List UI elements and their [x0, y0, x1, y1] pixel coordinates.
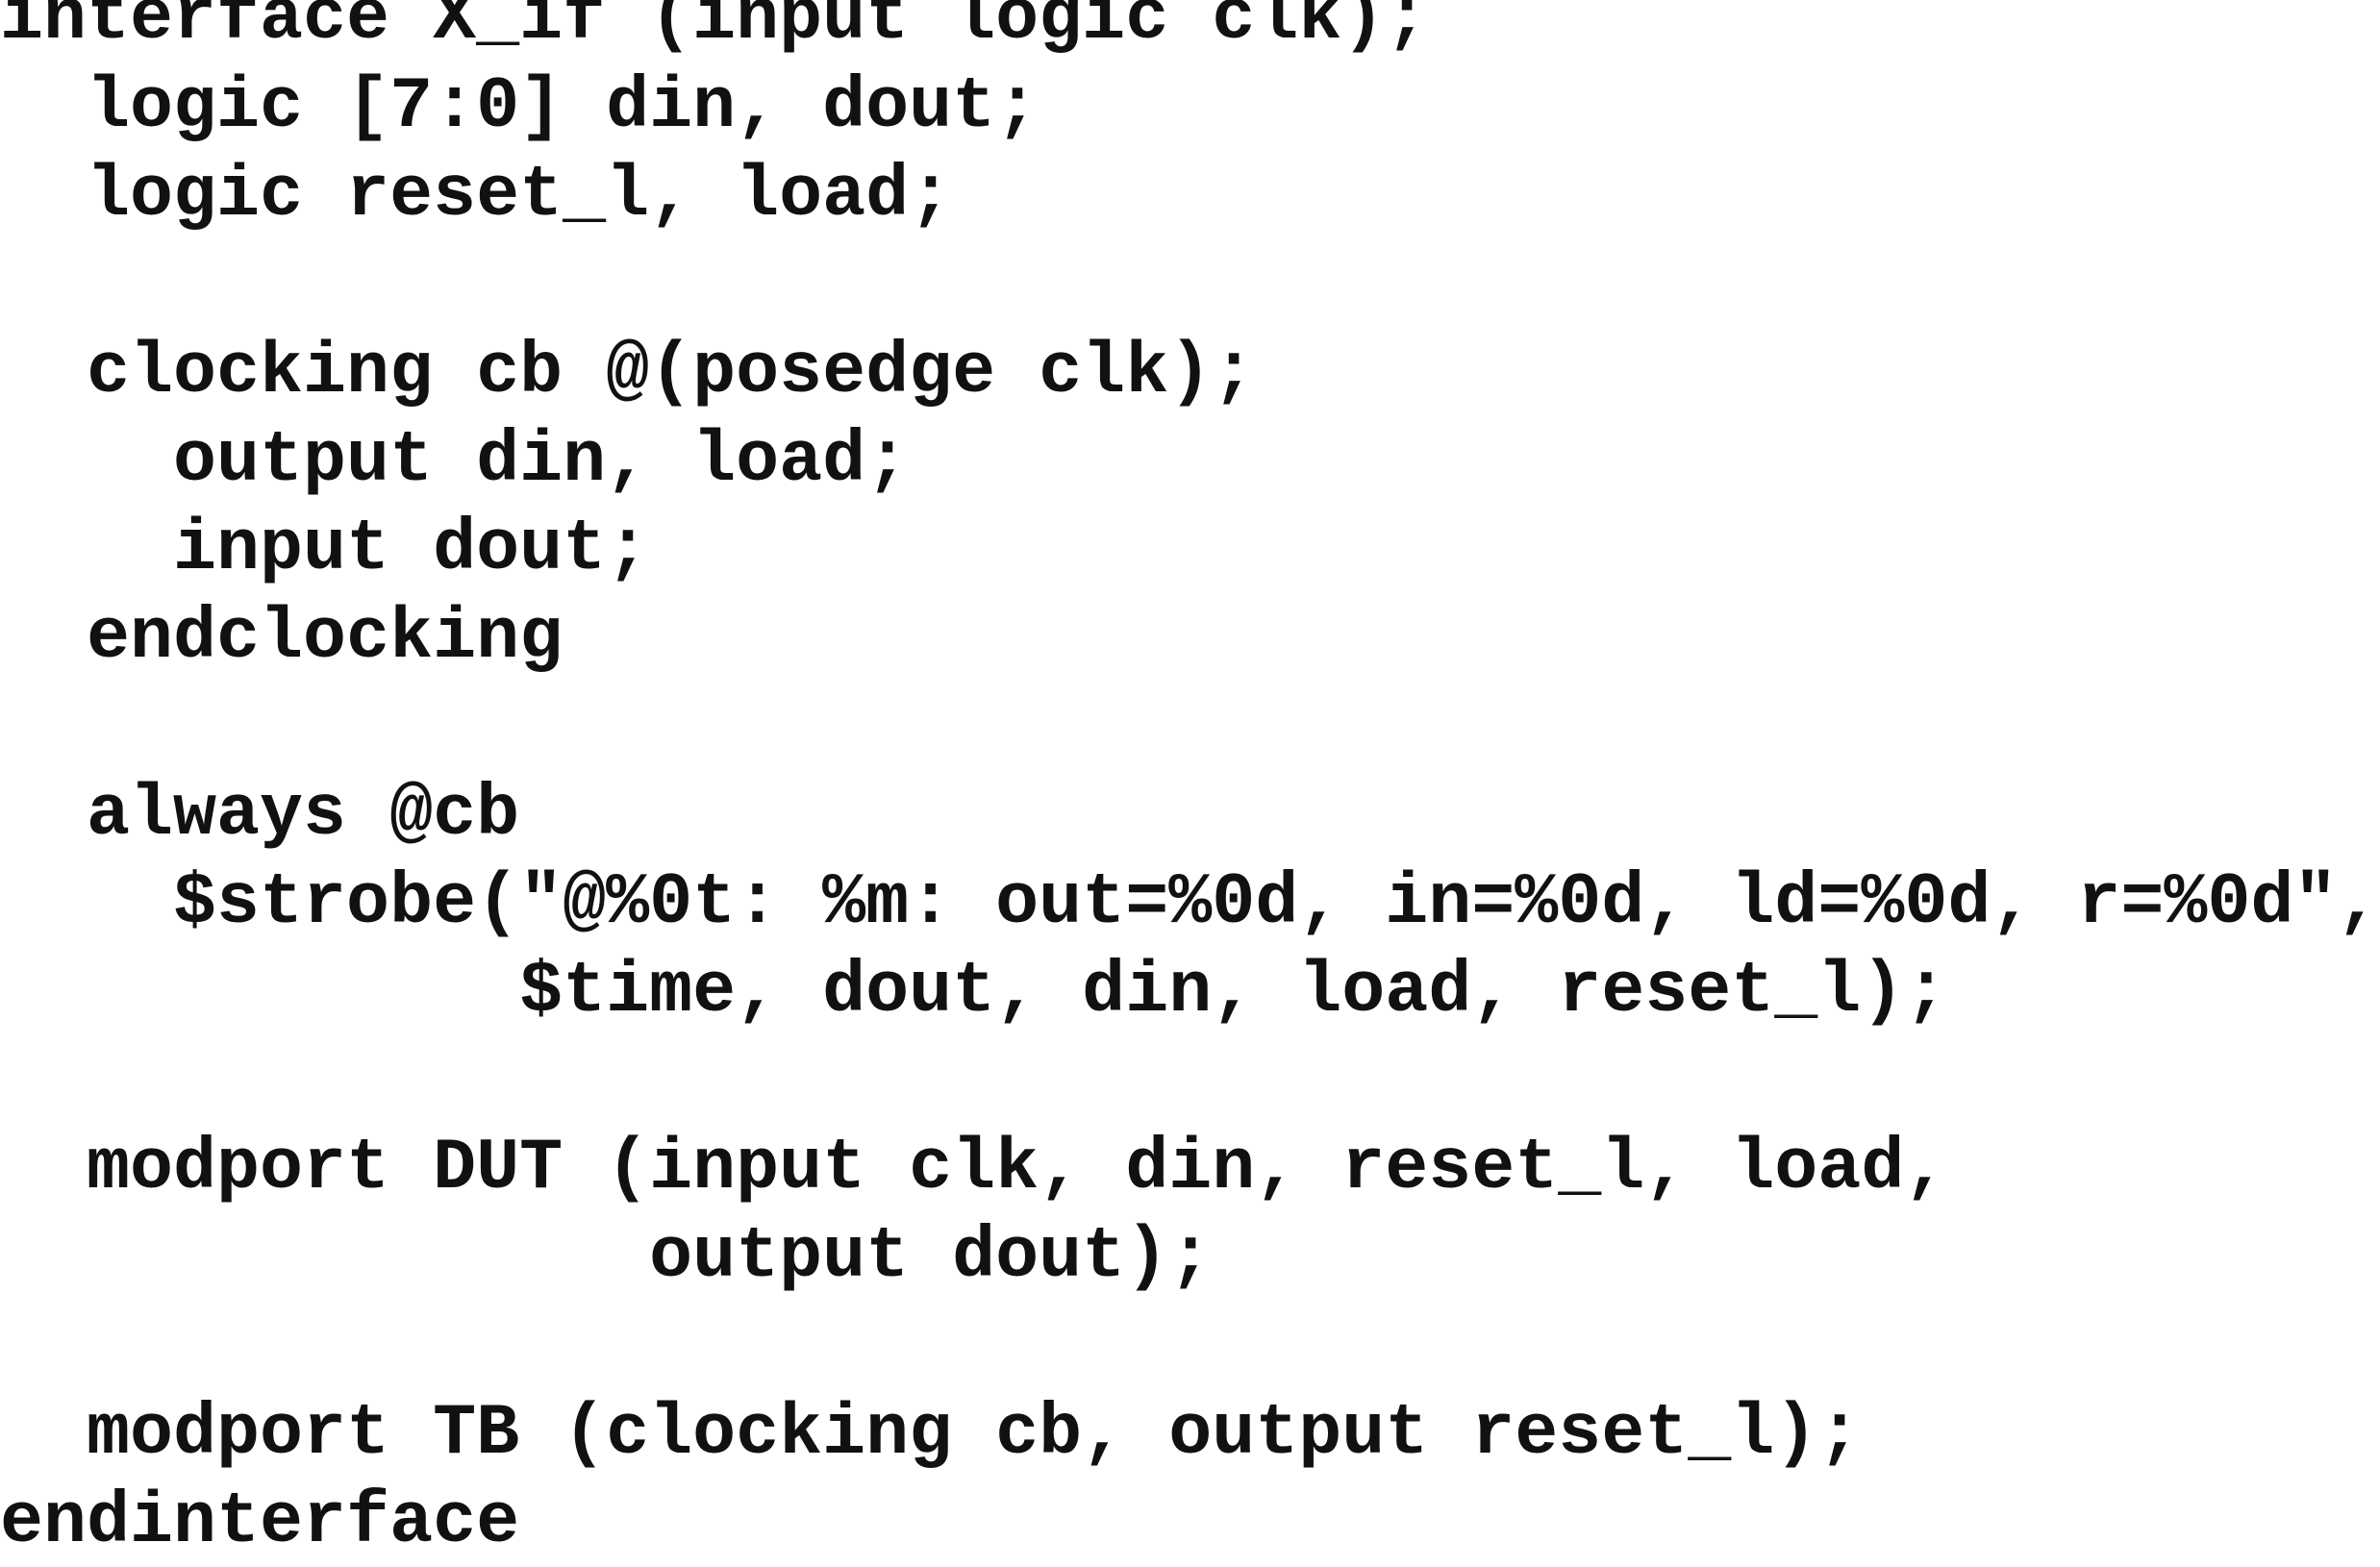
- code-line: input dout;: [0, 509, 650, 590]
- code-line: output dout);: [0, 1216, 1213, 1298]
- code-line: logic reset_l, load;: [0, 155, 953, 236]
- code-line: output din, load;: [0, 420, 910, 502]
- code-line: endinterface: [0, 1481, 520, 1563]
- code-line: interface X_if (input logic clk);: [0, 0, 1429, 60]
- code-line: clocking cb @(posedge clk);: [0, 332, 1256, 413]
- code-line: $time, dout, din, load, reset_l);: [0, 951, 1948, 1032]
- code-line: always @cb: [0, 774, 520, 856]
- code-line: logic [7:0] din, dout;: [0, 66, 1040, 148]
- code-line: modport DUT (input clk, din, reset_l, lo…: [0, 1128, 1948, 1209]
- code-line: endclocking: [0, 597, 564, 679]
- code-line: $strobe("@%0t: %m: out=%0d, in=%0d, ld=%…: [0, 862, 2380, 944]
- code-line: modport TB (clocking cb, output reset_l)…: [0, 1393, 1862, 1475]
